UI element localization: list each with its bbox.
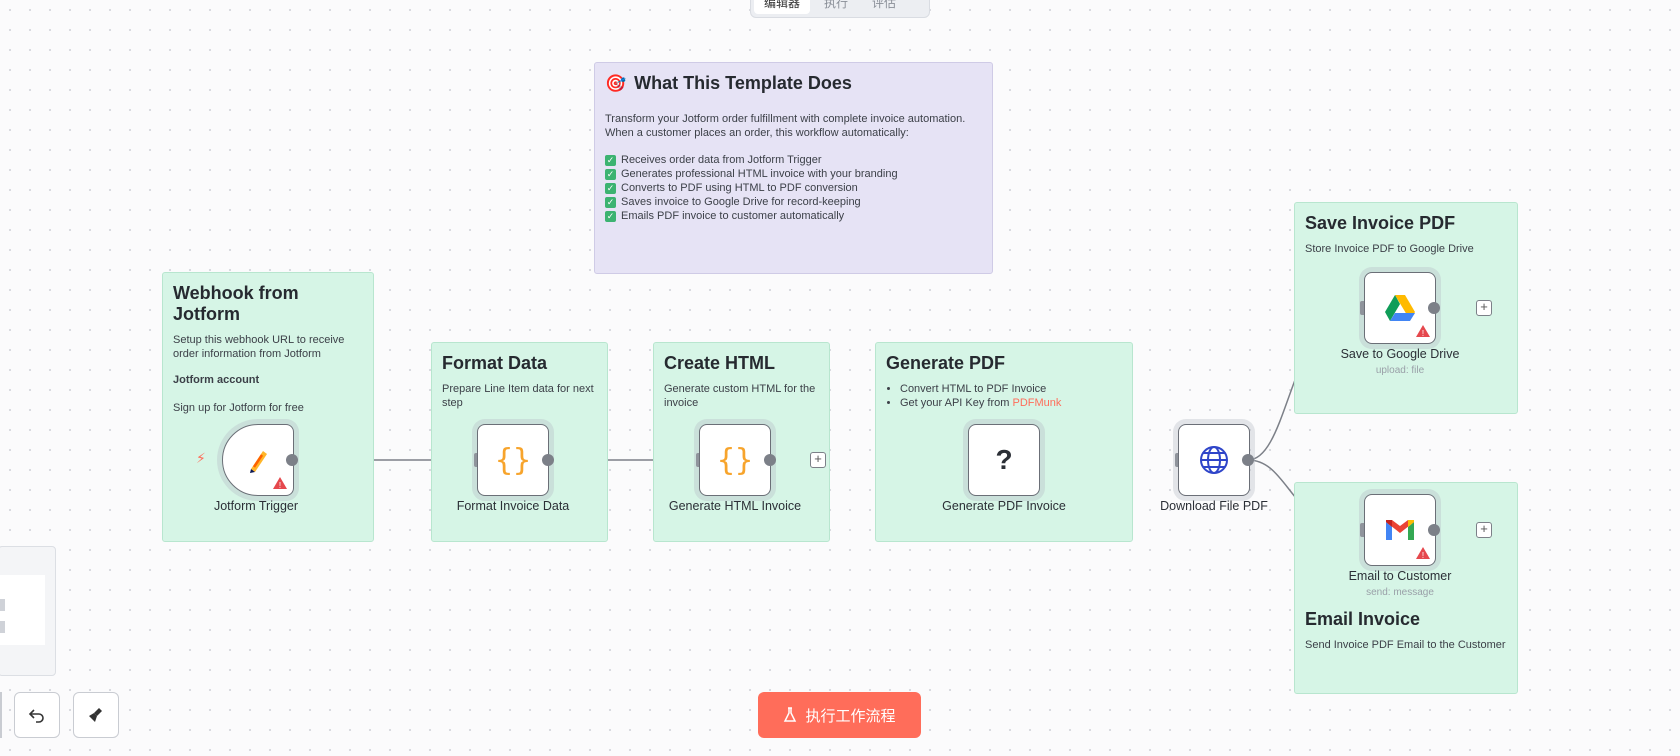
- gmail-node-subtitle: send: message: [1366, 587, 1434, 598]
- jotform-signup-link[interactable]: Sign up for Jotform for free: [173, 402, 304, 414]
- input-port[interactable]: [1360, 523, 1366, 537]
- pdfmunk-link[interactable]: PDFMunk: [1012, 397, 1062, 409]
- save-note-desc: Store Invoice PDF to Google Drive: [1305, 243, 1474, 255]
- webhook-note-desc: Setup this webhook URL to receive order …: [173, 334, 345, 360]
- warning-icon: !: [273, 477, 287, 489]
- check-icon: ✓: [605, 154, 616, 166]
- minimap-node: [0, 599, 5, 611]
- input-port[interactable]: [1360, 301, 1366, 315]
- top-tab-bar: 编辑器 执行 评估: [750, 0, 930, 18]
- minimap-node: [0, 621, 5, 633]
- svg-text:!: !: [279, 481, 281, 489]
- warning-icon: !: [1416, 325, 1430, 337]
- tab-editor[interactable]: 编辑器: [754, 0, 811, 14]
- target-icon: 🎯: [605, 73, 627, 93]
- output-port[interactable]: [542, 454, 554, 466]
- html-node-label: Generate HTML Invoice: [668, 499, 802, 513]
- trigger-bolt-icon: ⚡: [196, 450, 206, 466]
- checklist-item: ✓Emails PDF invoice to customer automati…: [605, 210, 845, 222]
- pdf-note-bullet: Get your API Key from PDFMunk: [900, 396, 1122, 410]
- check-icon: ✓: [605, 168, 616, 180]
- checklist-item: ✓Receives order data from Jotform Trigge…: [605, 154, 822, 166]
- question-mark-icon: ?: [995, 444, 1013, 475]
- execute-workflow-label: 执行工作流程: [805, 707, 896, 725]
- format-note-desc: Prepare Line Item data for next step: [442, 383, 594, 409]
- broom-icon: [89, 708, 102, 722]
- output-port[interactable]: [1428, 524, 1440, 536]
- minimap[interactable]: [0, 546, 56, 676]
- undo-button[interactable]: [14, 692, 60, 738]
- note-checklist: ✓Receives order data from Jotform Trigge…: [605, 153, 982, 223]
- output-port[interactable]: [1242, 454, 1254, 466]
- tab-executions[interactable]: 执行: [824, 0, 849, 10]
- output-port[interactable]: [764, 454, 776, 466]
- email-note-desc: Send Invoice PDF Email to the Customer: [1305, 639, 1506, 651]
- format-note-title: Format Data: [442, 353, 548, 373]
- generate-pdf-invoice-node[interactable]: ?: [968, 424, 1040, 496]
- clear-canvas-button[interactable]: [73, 692, 119, 738]
- email-note-title: Email Invoice: [1305, 609, 1421, 629]
- checklist-item: ✓Generates professional HTML invoice wit…: [605, 168, 898, 180]
- note-title: What This Template Does: [634, 73, 852, 93]
- note-intro-2: When a customer places an order, this wo…: [605, 127, 909, 139]
- html-note-title: Create HTML: [664, 353, 776, 373]
- add-node-button[interactable]: +: [1476, 300, 1492, 316]
- output-port[interactable]: [286, 454, 298, 466]
- format-node-label: Format Invoice Data: [456, 499, 570, 513]
- webhook-note-account: Jotform account: [173, 374, 260, 386]
- gmail-node-label: Email to Customer: [1348, 569, 1452, 583]
- pdf-node-label: Generate PDF Invoice: [942, 499, 1066, 513]
- drive-node-subtitle: upload: file: [1375, 365, 1425, 376]
- code-braces-icon: {}: [716, 442, 754, 478]
- check-icon: ✓: [605, 210, 616, 222]
- execute-workflow-button[interactable]: 执行工作流程: [758, 692, 921, 738]
- html-note-desc: Generate custom HTML for the invoice: [664, 383, 816, 409]
- jotform-icon: [250, 451, 267, 473]
- output-port[interactable]: [1428, 302, 1440, 314]
- checklist-item: ✓Saves invoice to Google Drive for recor…: [605, 196, 861, 208]
- svg-text:!: !: [1422, 551, 1424, 559]
- template-description-note[interactable]: 🎯 What This Template Does Transform your…: [594, 62, 993, 274]
- pdf-note-bullet: Convert HTML to PDF Invoice: [900, 382, 1122, 396]
- add-node-button[interactable]: +: [810, 452, 826, 468]
- google-drive-icon: [1385, 295, 1415, 321]
- minimap-viewport: [0, 575, 45, 645]
- note-intro-1: Transform your Jotform order fulfillment…: [605, 113, 966, 125]
- undo-icon: [28, 709, 44, 723]
- pdf-note-title: Generate PDF: [886, 353, 1006, 373]
- toolbar-edge: [0, 692, 2, 738]
- webhook-note[interactable]: Webhook from Jotform Setup this webhook …: [162, 272, 374, 542]
- drive-node-label: Save to Google Drive: [1340, 347, 1460, 361]
- svg-text:!: !: [1422, 329, 1424, 337]
- download-node-label: Download File PDF: [1160, 499, 1268, 513]
- pdf-note-bullets: Convert HTML to PDF Invoice Get your API…: [886, 382, 1122, 410]
- add-node-button[interactable]: +: [1476, 522, 1492, 538]
- globe-icon: [1200, 446, 1228, 474]
- code-braces-icon: {}: [494, 442, 532, 478]
- download-file-pdf-node[interactable]: [1178, 424, 1250, 496]
- check-icon: ✓: [605, 196, 616, 208]
- format-invoice-data-node[interactable]: {}: [477, 424, 549, 496]
- generate-html-invoice-node[interactable]: {}: [699, 424, 771, 496]
- gmail-icon: [1386, 520, 1414, 540]
- check-icon: ✓: [605, 182, 616, 194]
- tab-evaluations[interactable]: 评估: [872, 0, 897, 10]
- checklist-item: ✓Converts to PDF using HTML to PDF conve…: [605, 182, 858, 194]
- save-note-title: Save Invoice PDF: [1305, 213, 1456, 233]
- warning-icon: !: [1416, 547, 1430, 559]
- jotform-node-label: Jotform Trigger: [213, 499, 299, 513]
- flask-icon: [784, 707, 797, 722]
- webhook-note-title: Webhook from Jotform: [173, 283, 299, 324]
